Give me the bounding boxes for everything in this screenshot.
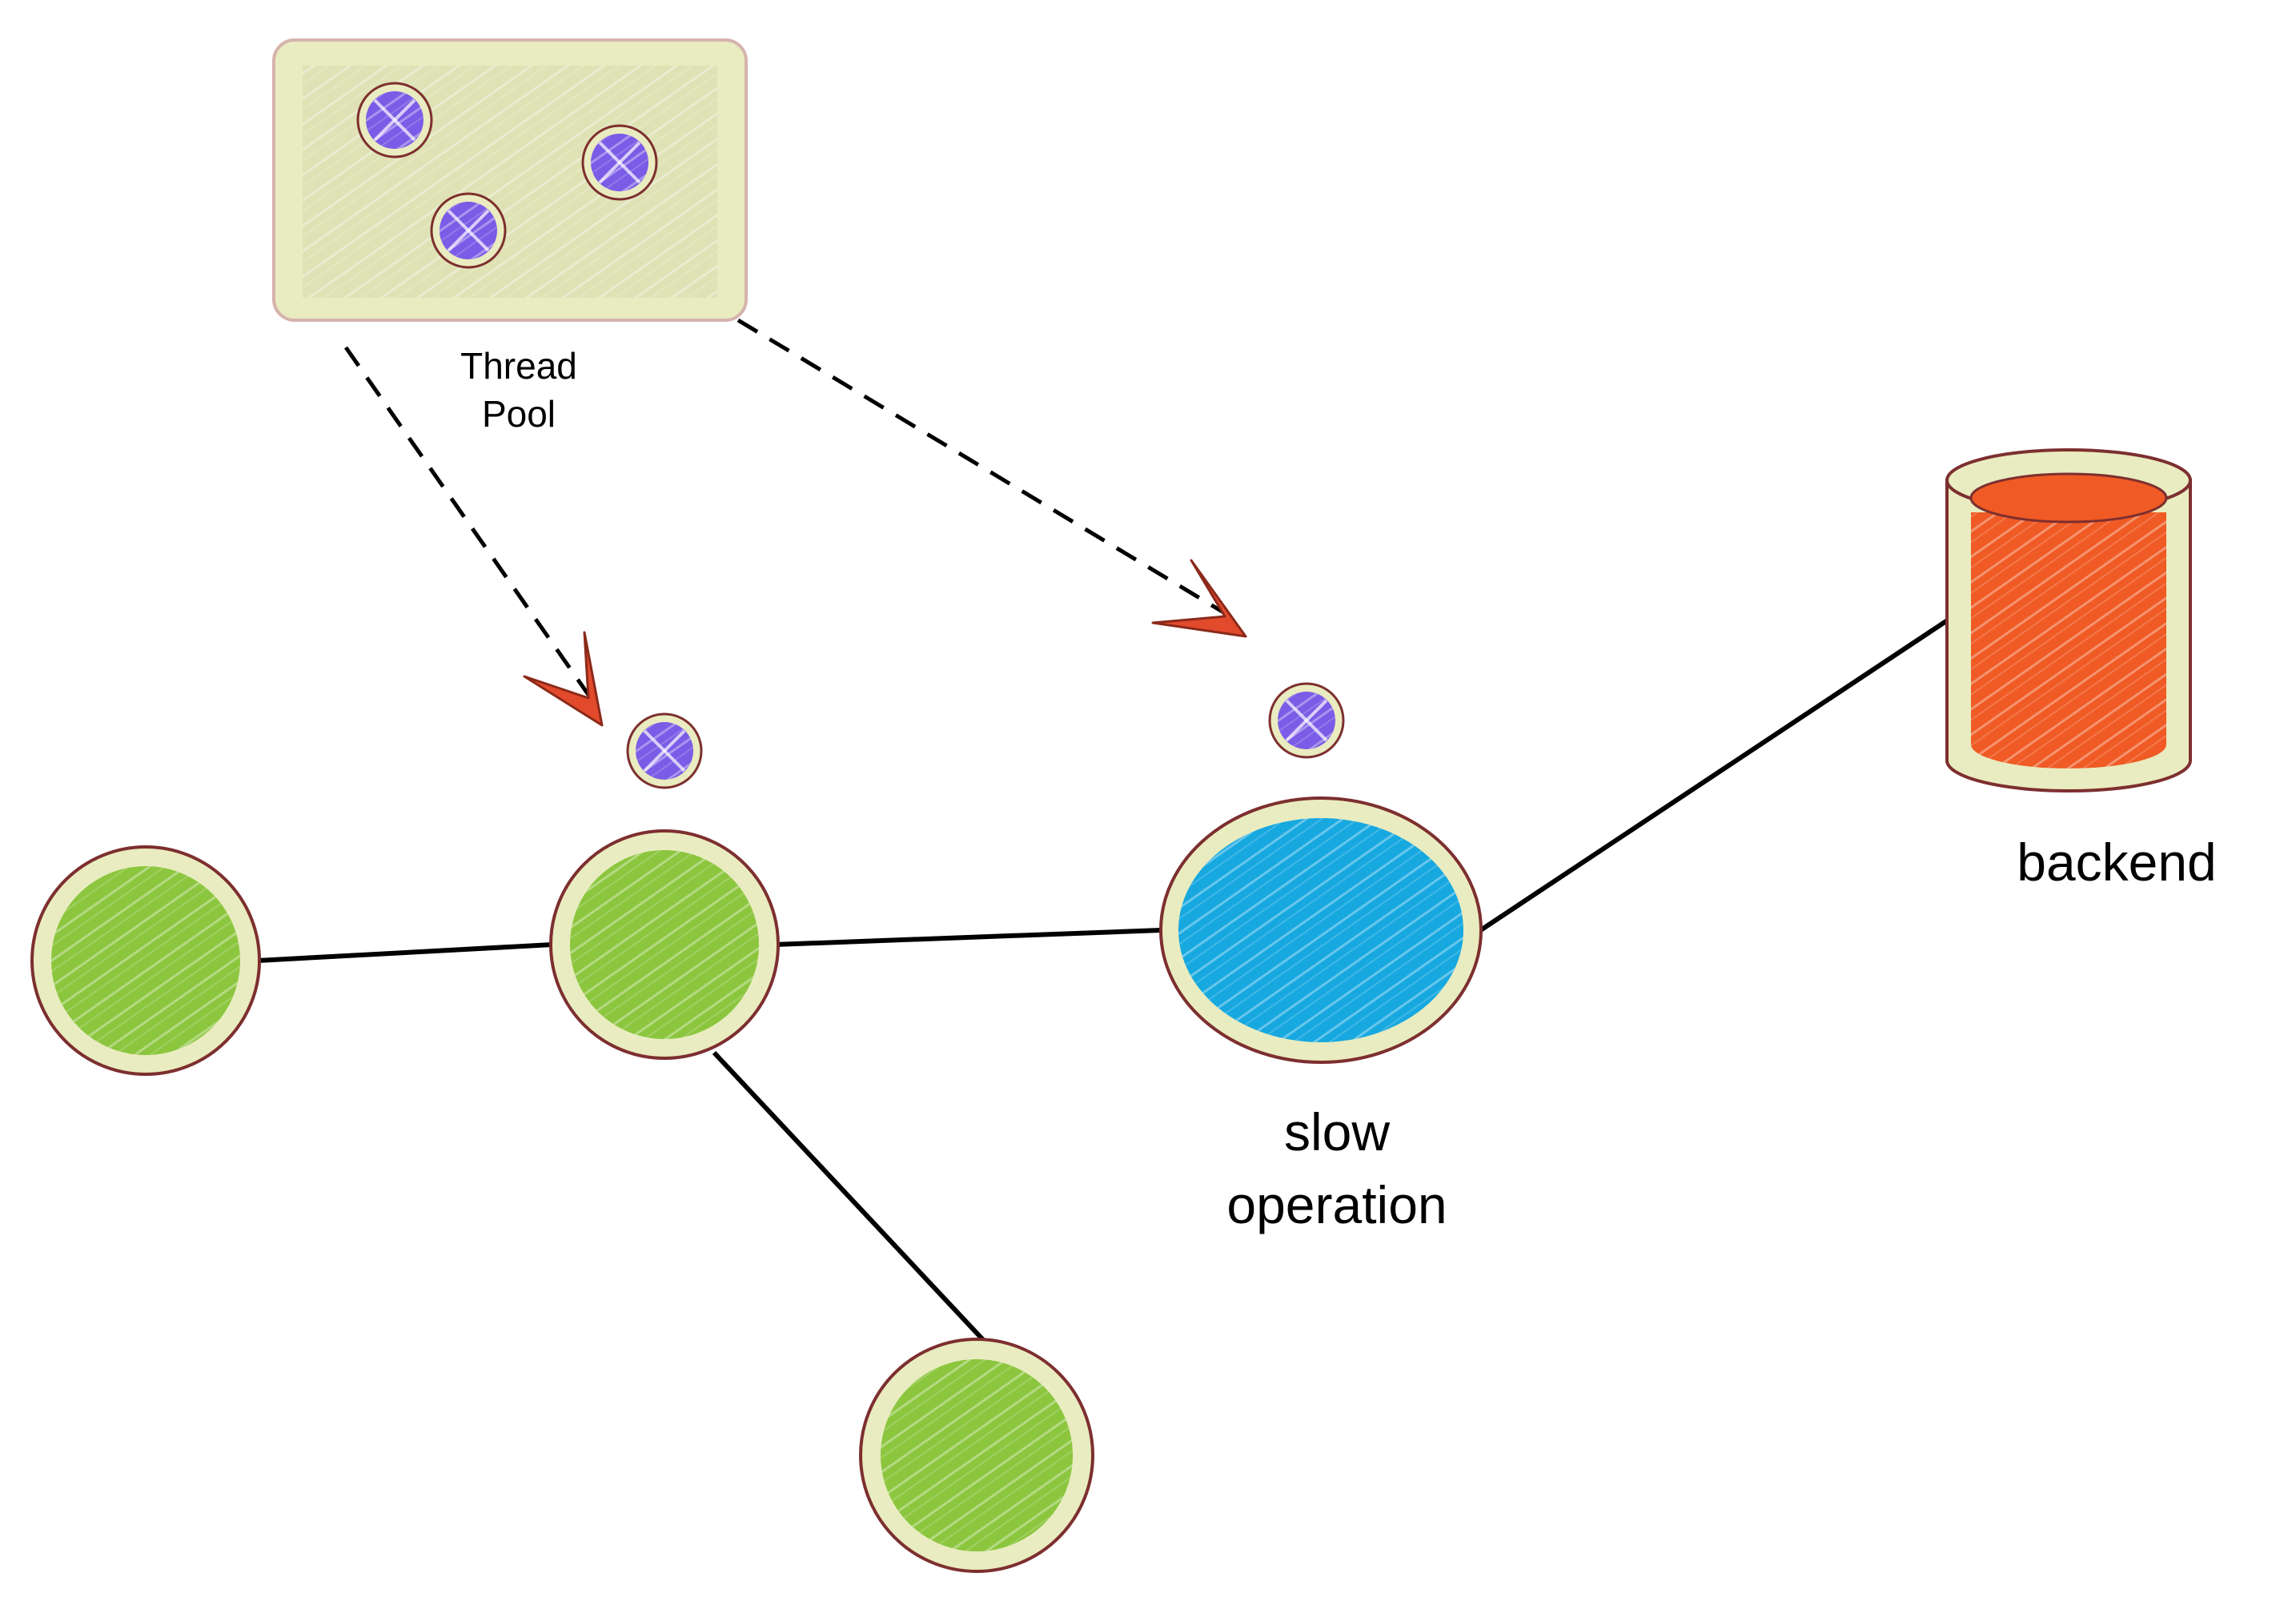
thread-circle-icon bbox=[626, 712, 703, 789]
dispatch-lines bbox=[343, 318, 1234, 702]
slow-operation-label-line2: operation bbox=[1226, 1175, 1447, 1234]
arrowhead-icon bbox=[523, 559, 1247, 727]
edges bbox=[257, 614, 1955, 1346]
slow-operation-label-line1: slow bbox=[1284, 1102, 1390, 1162]
dispatch-line-right bbox=[737, 318, 1234, 620]
edge-slow-to-backend bbox=[1478, 614, 1955, 933]
database-cylinder-icon bbox=[1945, 448, 2192, 792]
thread-pool-label-line2: Pool bbox=[482, 393, 556, 435]
thread-circle-icon bbox=[430, 192, 507, 269]
node-left bbox=[30, 845, 261, 1076]
thread-circle-icon bbox=[1268, 682, 1345, 759]
edge-left-to-center bbox=[257, 942, 553, 963]
thread-pool bbox=[272, 38, 748, 322]
edge-center-to-bottom bbox=[712, 1050, 989, 1346]
backend-label: backend bbox=[2017, 833, 2217, 892]
node-bottom bbox=[859, 1338, 1094, 1573]
thread-circle-icon bbox=[356, 82, 433, 158]
edge-center-to-slow bbox=[774, 928, 1162, 947]
thread-circle-icon bbox=[581, 124, 658, 201]
node-slow-operation bbox=[1159, 796, 1483, 1064]
node-center bbox=[549, 829, 780, 1060]
thread-pool-label-line1: Thread bbox=[460, 345, 577, 387]
